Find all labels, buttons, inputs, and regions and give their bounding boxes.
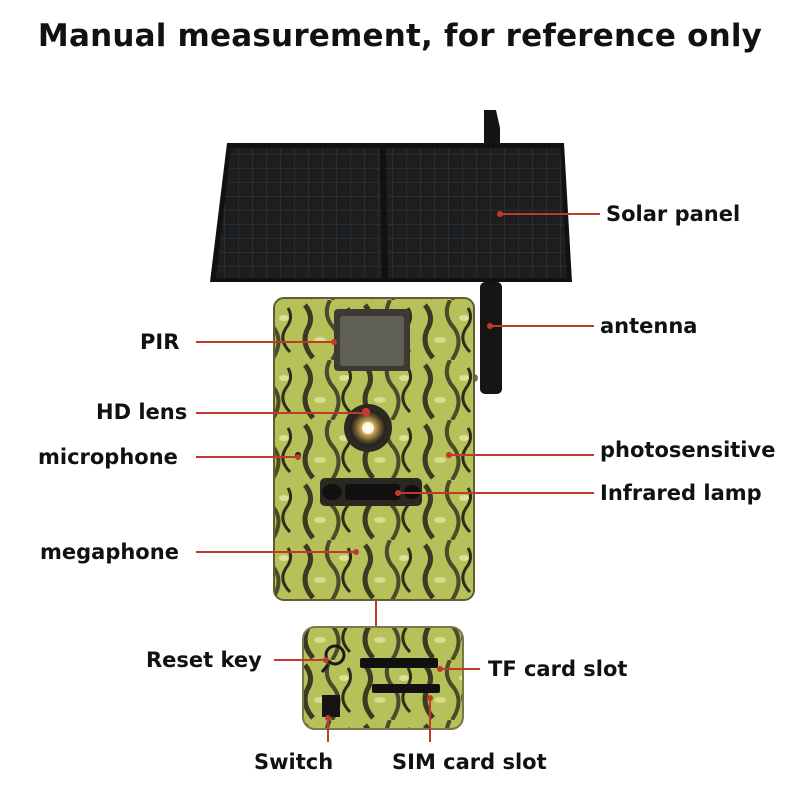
label-hd-lens: HD lens	[96, 400, 188, 424]
page-title: Manual measurement, for reference only	[37, 18, 763, 54]
label-megaphone: megaphone	[40, 540, 179, 564]
leader-lines	[196, 213, 600, 742]
label-microphone: microphone	[38, 445, 178, 469]
label-tf-card-slot: TF card slot	[488, 657, 628, 681]
antenna-part	[470, 110, 502, 394]
label-photosensitive: photosensitive	[600, 438, 776, 462]
bottom-panel	[302, 600, 464, 730]
label-switch: Switch	[254, 750, 334, 774]
label-antenna: antenna	[600, 314, 698, 338]
label-solar-panel: Solar panel	[606, 202, 741, 226]
label-sim-card-slot: SIM card slot	[392, 750, 547, 774]
solar-panel-part	[210, 143, 572, 282]
label-infrared-lamp: Infrared lamp	[600, 481, 762, 505]
label-reset-key: Reset key	[146, 648, 262, 672]
leader-dots	[295, 211, 503, 721]
label-pir: PIR	[140, 330, 180, 354]
camera-body	[273, 297, 475, 601]
